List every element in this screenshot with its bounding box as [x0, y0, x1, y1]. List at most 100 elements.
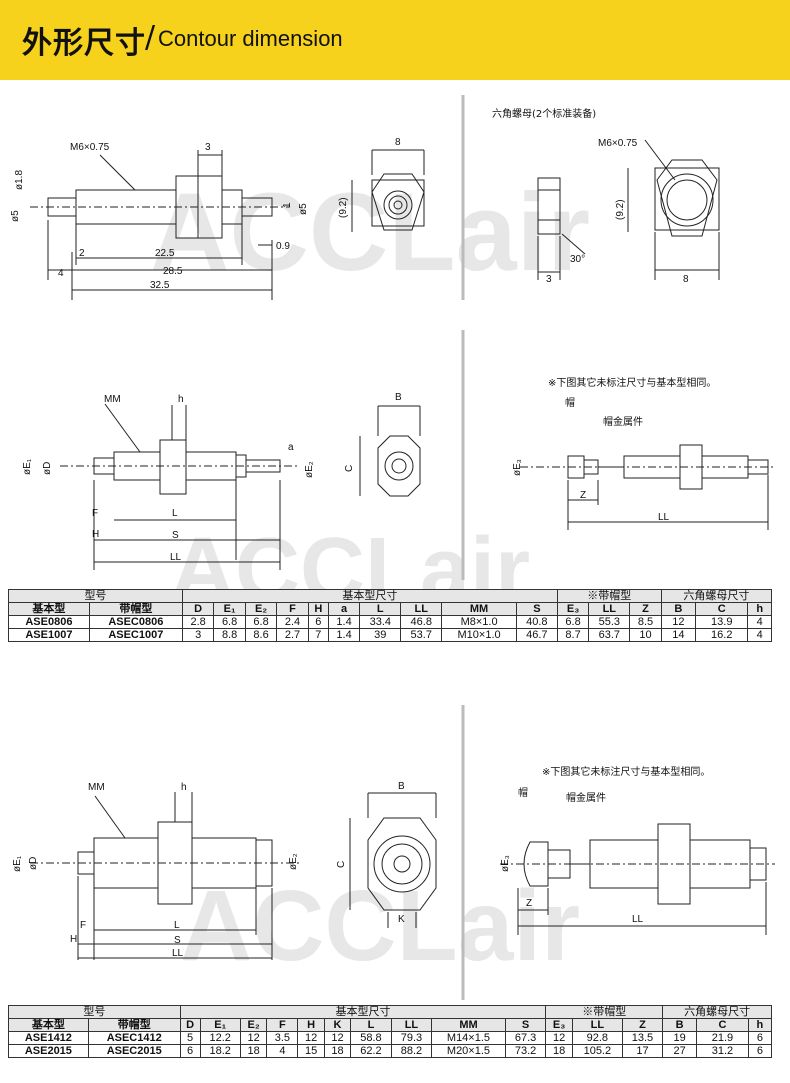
- table-cell: 46.7: [515, 628, 558, 642]
- table-cell: 55.3: [588, 615, 631, 629]
- table2-col: H: [297, 1018, 325, 1032]
- table-cell: 8.8: [213, 628, 246, 642]
- label-cap-3: 帽: [518, 786, 528, 799]
- label-c-3: C: [336, 861, 347, 868]
- label-two: 2: [79, 248, 85, 259]
- label-b-2: B: [395, 392, 402, 403]
- hex-nut-title: 六角螺母(2个标准装备): [492, 107, 596, 120]
- section3-end-view: [349, 792, 437, 928]
- table-cell: 6: [747, 1044, 773, 1058]
- label-d-2: øD: [42, 462, 53, 475]
- table2-col: F: [266, 1018, 299, 1032]
- table-cell: 79.3: [390, 1031, 433, 1045]
- table-cell: M10×1.0: [441, 628, 517, 642]
- table-cell: 31.2: [696, 1044, 749, 1058]
- label-f-3: F: [80, 920, 86, 931]
- table-cell: 3: [181, 628, 215, 642]
- table-cell: ASE1007: [8, 628, 90, 642]
- table-cell: 6.8: [556, 615, 590, 629]
- label-9-2-b: (9.2): [615, 199, 626, 220]
- label-e3-3: øE₃: [500, 855, 511, 872]
- table2-col: K: [323, 1018, 352, 1032]
- table-cell: 13.9: [694, 615, 749, 629]
- table1-group-cap: ※带帽型: [556, 589, 662, 603]
- table-cell: ASE0806: [8, 615, 90, 629]
- label-l-2: L: [172, 508, 178, 519]
- table-cell: 62.2: [350, 1044, 392, 1058]
- table2-col: E₁: [199, 1018, 241, 1032]
- table-row: ASE1412 ASEC1412 5 12.2 12 3.5 12 12 58.…: [8, 1031, 773, 1045]
- table-cell: 15: [297, 1044, 325, 1058]
- table-cell: ASEC1412: [87, 1031, 181, 1045]
- table1-col: H: [307, 602, 329, 616]
- table-cell: 8.5: [629, 615, 662, 629]
- table2-col: LL: [390, 1018, 433, 1032]
- label-s-3: S: [174, 935, 181, 946]
- hex-nut-front: [627, 139, 720, 280]
- table-cell: 1.4: [327, 615, 361, 629]
- label-mm-2: MM: [104, 394, 121, 405]
- table-row: ASE1007 ASEC1007 3 8.8 8.6 2.7 7 1.4 39 …: [8, 628, 772, 642]
- table-cell: 46.8: [400, 615, 443, 629]
- table-cell: 58.8: [350, 1031, 392, 1045]
- label-ll-3: LL: [172, 948, 184, 959]
- table2-col: L: [350, 1018, 392, 1032]
- label-thread2: M6×0.75: [598, 138, 638, 149]
- table2-group-row: 型号 基本型尺寸 ※带帽型 六角螺母尺寸: [8, 1005, 772, 1019]
- watermark-logo: ACCLair ACCLair ACCLair: [150, 171, 590, 982]
- hex-nut-side: [537, 177, 586, 280]
- label-d-3: øD: [28, 857, 39, 870]
- table-cell: 63.7: [588, 628, 631, 642]
- table-cell: ASE2015: [8, 1044, 89, 1058]
- table-cell: 40.8: [515, 615, 558, 629]
- table2-col: h: [747, 1018, 773, 1032]
- table-cell: ASEC1007: [88, 628, 183, 642]
- table2-col: S: [504, 1018, 547, 1032]
- label-22-5: 22.5: [155, 248, 175, 259]
- section2-cap-view: [520, 444, 775, 530]
- section2-side-view: [60, 403, 300, 570]
- table-cell: 12: [545, 1031, 573, 1045]
- header-bar: 外形尺寸 / Contour dimension: [0, 0, 790, 80]
- label-k-3: K: [398, 914, 405, 925]
- table2-col: E₃: [545, 1018, 573, 1032]
- spec-table-2: 型号 基本型尺寸 ※带帽型 六角螺母尺寸 基本型 带帽型 D E₁ E₂ F H…: [8, 1005, 773, 1058]
- svg-text:ACCLair: ACCLair: [150, 171, 590, 294]
- table-cell: 12: [239, 1031, 268, 1045]
- table2-group-basic: 基本型尺寸: [179, 1005, 547, 1019]
- table-cell: 33.4: [359, 615, 402, 629]
- table1-col: h: [747, 602, 772, 616]
- label-e1-2: øE₁: [22, 458, 33, 475]
- table-cell: 8.7: [556, 628, 590, 642]
- table-cell: 39: [359, 628, 402, 642]
- table1-col: E₁: [213, 602, 246, 616]
- label-a-2: a: [288, 442, 294, 453]
- label-eight-b: 8: [683, 274, 689, 285]
- table2-group-nut: 六角螺母尺寸: [662, 1005, 772, 1019]
- table-cell: ASE1412: [8, 1031, 89, 1045]
- table-cell: 1.4: [327, 628, 361, 642]
- table-cell: ASEC0806: [88, 615, 183, 629]
- table-cell: 6: [747, 1031, 773, 1045]
- label-ll2-3: LL: [632, 914, 644, 925]
- table-cell: 17: [621, 1044, 664, 1058]
- label-one: 1: [282, 202, 293, 208]
- table2-col-headers: 基本型 带帽型 D E₁ E₂ F H K L LL MM S E₃ LL Z …: [8, 1018, 773, 1032]
- table-cell: 12: [323, 1031, 352, 1045]
- label-c-2: C: [344, 465, 355, 472]
- table-cell: 6: [179, 1044, 201, 1058]
- label-d18: ø1.8: [14, 170, 25, 190]
- table1-col: a: [327, 602, 361, 616]
- label-b-3: B: [398, 781, 405, 792]
- table-cell: M14×1.5: [431, 1031, 506, 1045]
- table2-col: LL: [571, 1018, 623, 1032]
- label-ll-2: LL: [170, 552, 182, 563]
- table1-col: MM: [441, 602, 517, 616]
- table2-col: B: [662, 1018, 698, 1032]
- section3-cap-view: [500, 823, 775, 935]
- table-cell: 18: [545, 1044, 573, 1058]
- table-cell: 92.8: [571, 1031, 623, 1045]
- table2-col: E₂: [239, 1018, 268, 1032]
- section3-side-view: [30, 792, 300, 960]
